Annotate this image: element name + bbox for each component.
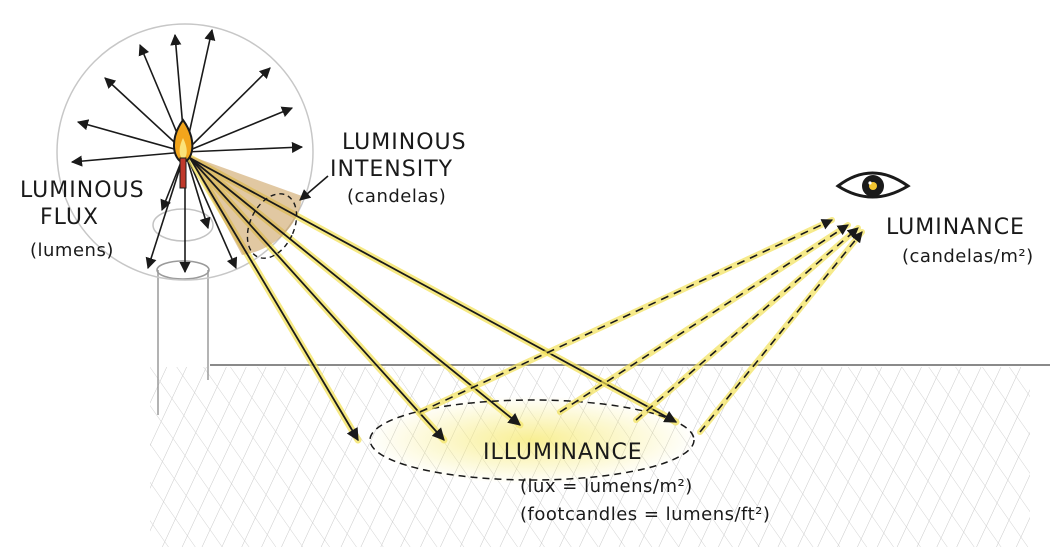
luminous-intensity-unit: (candelas) — [347, 186, 447, 207]
illuminance-label: ILLUMINANCE — [483, 440, 643, 465]
luminous-flux-label-1: LUMINOUS — [20, 178, 145, 203]
luminous-flux-unit: (lumens) — [30, 240, 114, 261]
luminance-unit: (candelas/m²) — [902, 246, 1034, 267]
luminous-intensity-label-2: INTENSITY — [330, 157, 454, 182]
flux-arrows — [70, 28, 304, 274]
illuminance-unit-footcandles: (footcandles = lumens/ft²) — [520, 504, 771, 525]
luminous-sphere — [56, 23, 314, 281]
eye-icon — [835, 171, 911, 199]
candle-stand — [152, 208, 214, 415]
luminous-flux-label-2: FLUX — [40, 205, 99, 230]
reflected-rays — [419, 219, 863, 433]
illuminated-area-outline — [369, 399, 695, 481]
illuminance-unit-lux: (lux = lumens/m²) — [520, 476, 693, 497]
light-beams — [189, 157, 678, 442]
illuminated-area — [367, 396, 697, 484]
candle-icon — [173, 118, 194, 189]
intensity-pointer — [299, 175, 329, 201]
luminance-label: LUMINANCE — [886, 215, 1025, 240]
luminous-intensity-label-1: LUMINOUS — [342, 130, 467, 155]
